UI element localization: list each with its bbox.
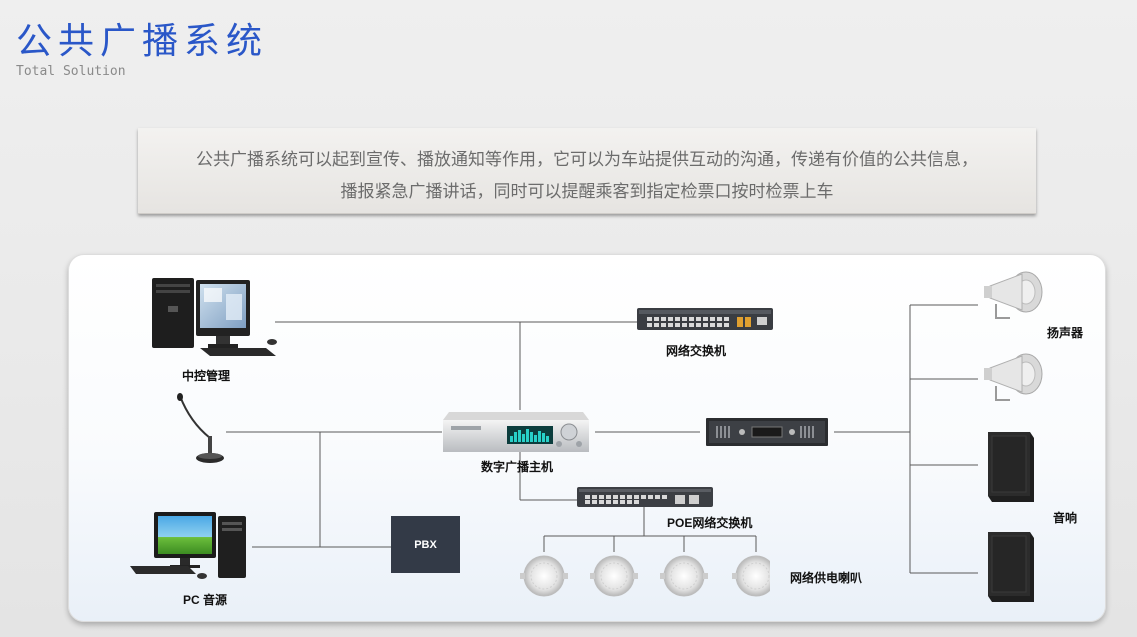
horn-speaker-icon [984,353,1043,401]
microphone-icon [177,393,224,463]
ceiling-speaker-icon [520,555,568,597]
intro-line-1: 公共广播系统可以起到宣传、播放通知等作用，它可以为车站提供互动的沟通，传递有价值… [196,150,978,170]
sound-box-icon [988,532,1034,602]
network-switch-label: 网络交换机 [666,344,727,358]
control-workstation-icon [152,278,277,356]
loudspeakers-label: 扬声器 [1047,326,1084,340]
ceiling-speaker-icon [732,555,770,597]
network-switch-icon [637,308,773,330]
digital-broadcast-host-icon [443,412,589,452]
pc-audio-source-icon [130,512,246,579]
ceiling-speaker-icon [590,555,638,597]
intro-line-2: 播报紧急广播讲话，同时可以提醒乘客到指定检票口按时检票上车 [340,182,834,202]
pbx-box: PBX [391,516,460,573]
poe-ceiling-speakers-group [520,555,770,597]
poe-speakers-label: 网络供电喇叭 [790,571,863,585]
poe-switch-icon [577,487,713,507]
sound-box-icon [988,432,1034,502]
digital-host-label: 数字广播主机 [481,460,554,474]
page-title: 公共广播系统 [16,21,269,62]
intro-panel: 公共广播系统可以起到宣传、播放通知等作用，它可以为车站提供互动的沟通，传递有价值… [138,128,1036,214]
horn-speaker-icon [984,271,1043,319]
poe-switch-label: POE网络交换机 [667,516,753,530]
pc-audio-label: PC 音源 [183,593,228,607]
amplifier-icon [706,418,828,446]
ceiling-speaker-icon [660,555,708,597]
central-control-label: 中控管理 [182,369,231,383]
sound-boxes-label: 音响 [1053,511,1078,525]
page-subtitle: Total Solution [16,64,126,79]
